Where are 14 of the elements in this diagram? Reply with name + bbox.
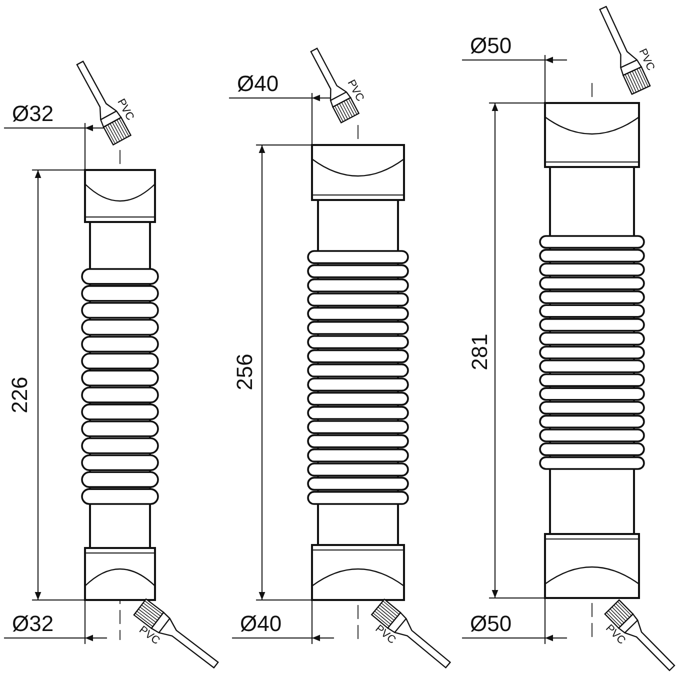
material-label: PVC	[114, 98, 136, 123]
diameter-label: Ø32	[12, 103, 54, 125]
diameter-label: Ø40	[240, 613, 282, 635]
diameter-label: Ø40	[237, 73, 279, 95]
material-label: PVC	[344, 78, 366, 104]
length-label: 226	[9, 376, 31, 414]
material-label: PVC	[636, 47, 656, 72]
material-label: PVC	[137, 624, 162, 647]
length-label: 281	[469, 334, 491, 370]
material-label: PVC	[373, 624, 398, 647]
diameter-label: Ø50	[470, 35, 512, 57]
diameter-label: Ø50	[470, 613, 512, 635]
diameter-label: Ø32	[12, 613, 54, 635]
length-label: 256	[234, 354, 256, 390]
